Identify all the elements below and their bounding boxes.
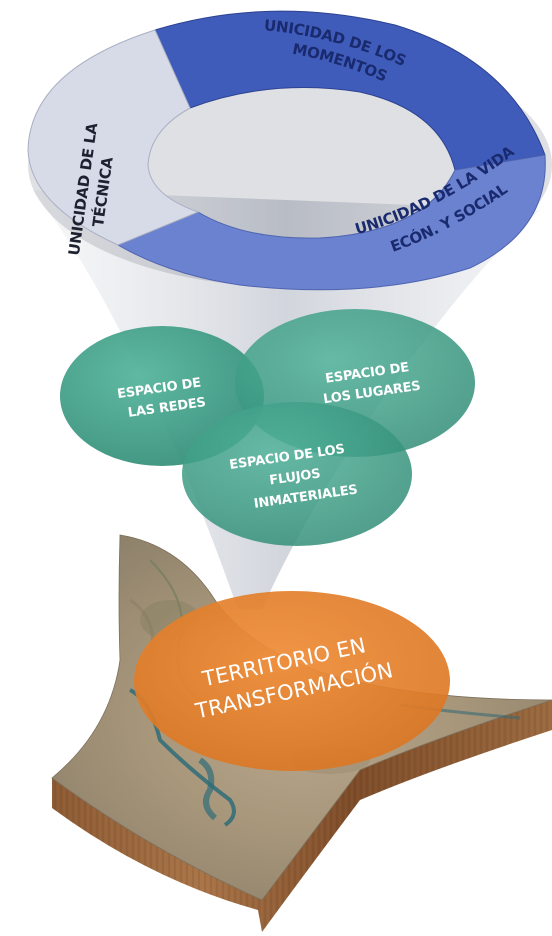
- territory-block: [51, 534, 552, 932]
- venn-label-flujos-line2: FLUJOS: [268, 467, 321, 489]
- unity-ring: [27, 10, 552, 291]
- ring-segment-vida: [116, 154, 546, 291]
- venn-circle-flujos: [182, 402, 412, 546]
- ring-segment-tecnica: [27, 29, 200, 246]
- territory-ellipse: [134, 591, 450, 771]
- ring-segment-momentos: [154, 10, 546, 171]
- venn-diagram: [60, 309, 475, 546]
